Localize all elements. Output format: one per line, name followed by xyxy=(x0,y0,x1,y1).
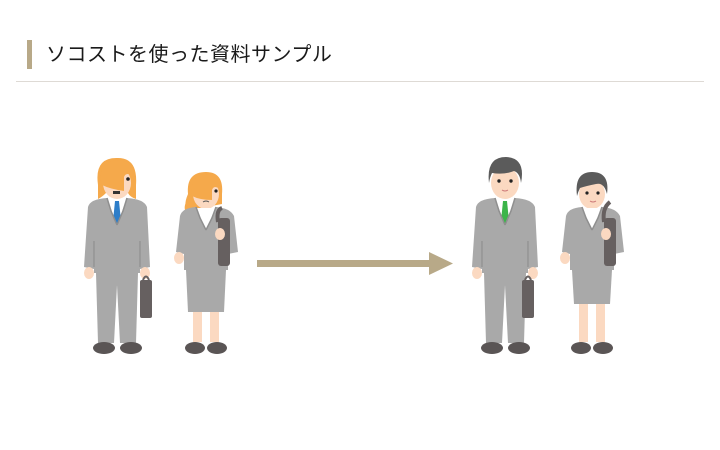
after-woman-figure xyxy=(560,172,624,354)
transition-arrow-icon xyxy=(257,252,453,275)
title-accent-bar xyxy=(27,40,32,69)
after-man-figure xyxy=(472,157,538,354)
before-man-figure xyxy=(84,157,152,354)
header-divider xyxy=(16,81,704,82)
page-title: ソコストを使った資料サンプル xyxy=(46,42,333,66)
before-woman-figure xyxy=(174,172,238,354)
